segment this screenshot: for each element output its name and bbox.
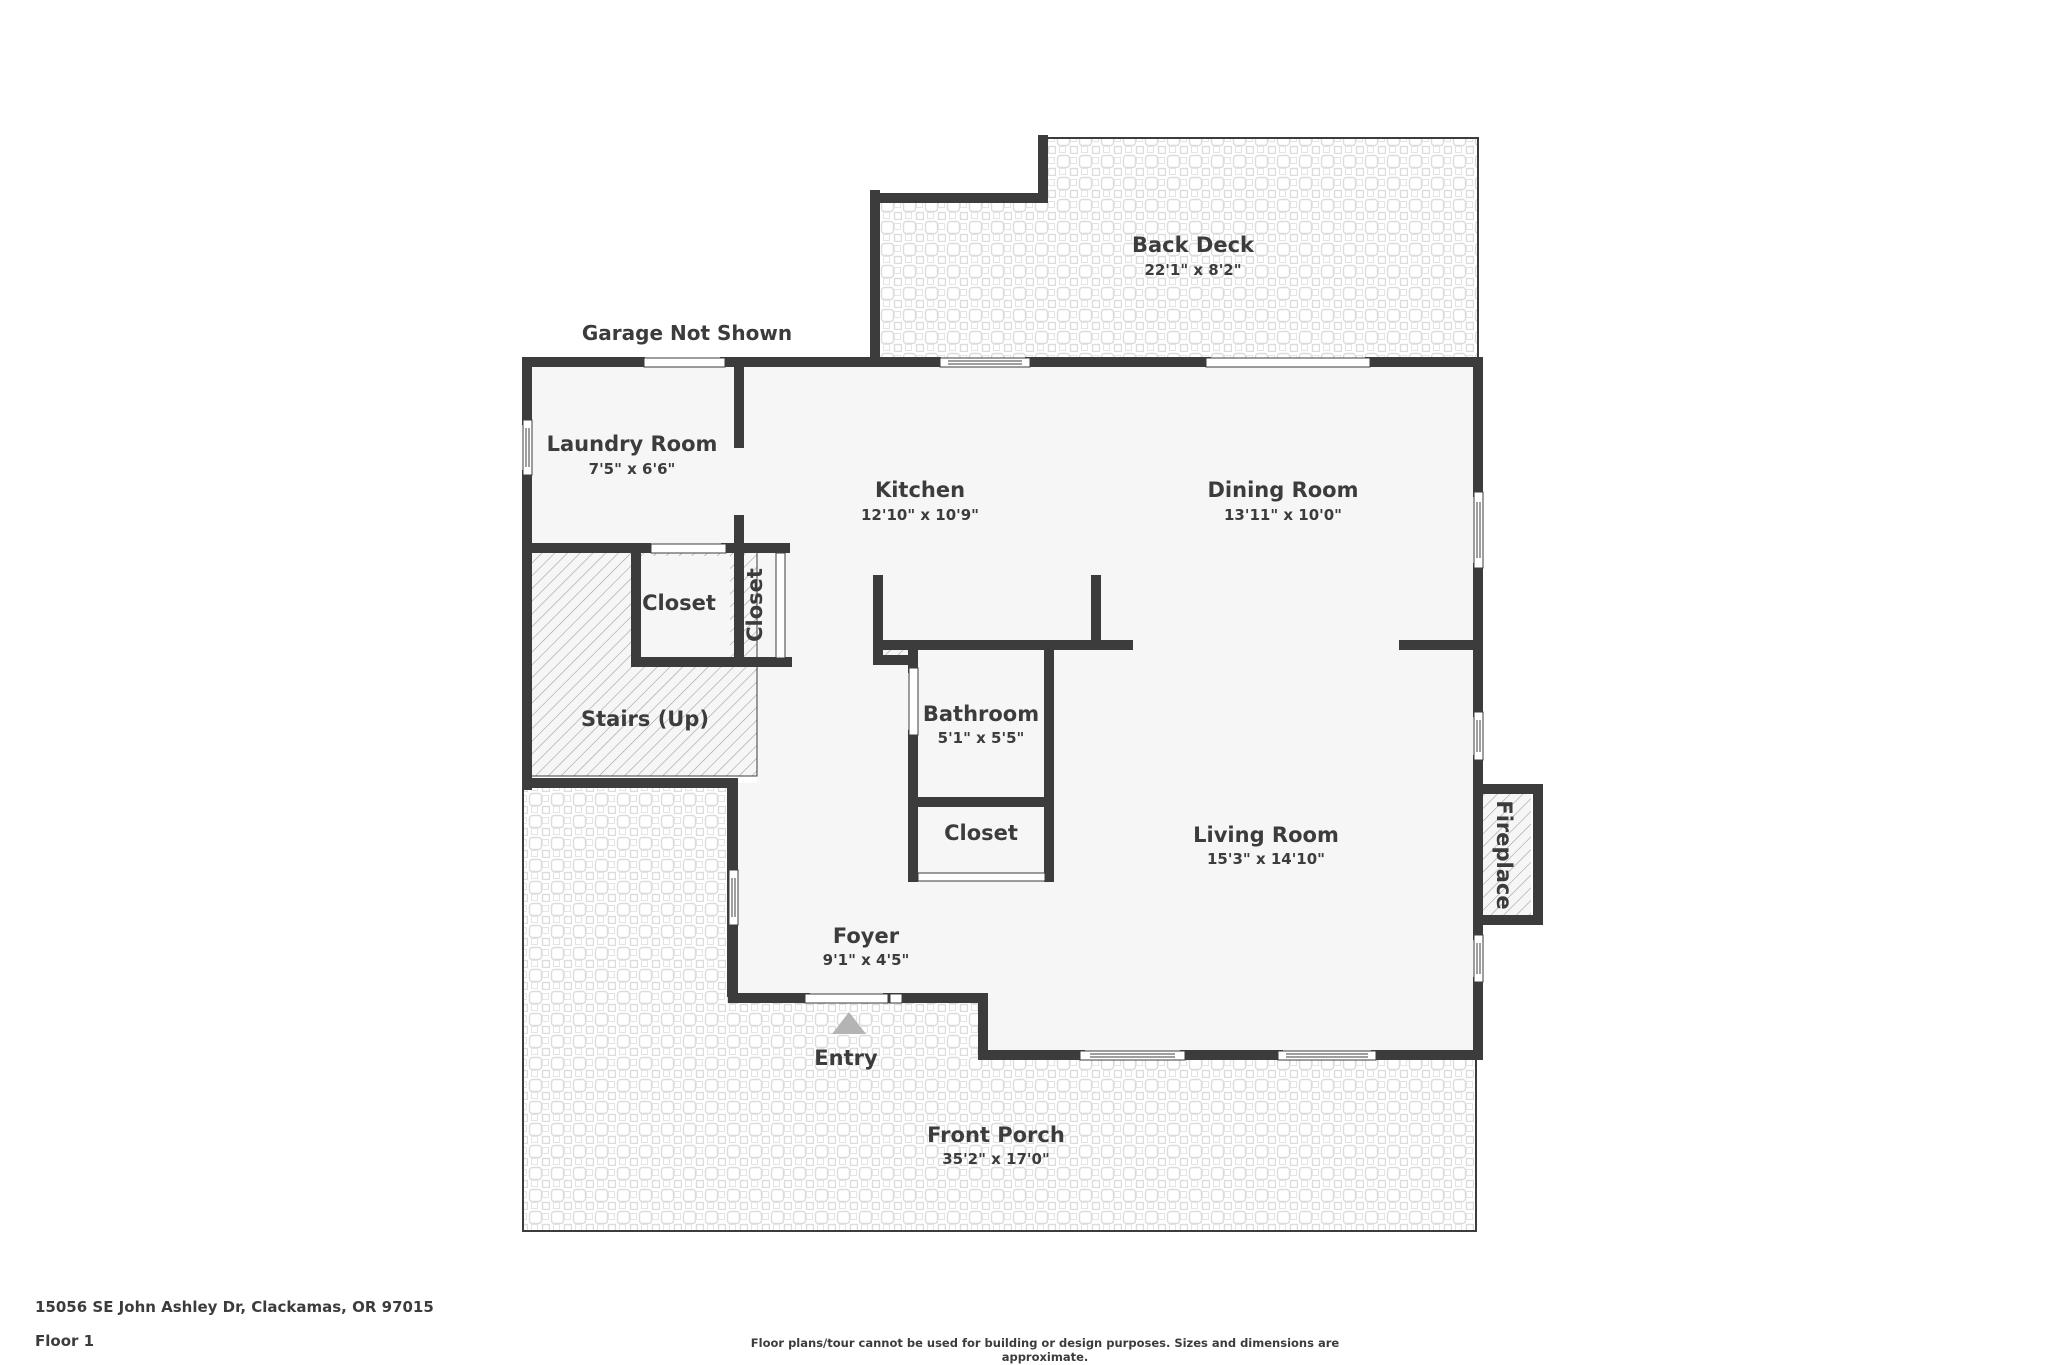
room-dims-dining: 13'11" x 10'0" <box>1224 506 1342 524</box>
room-dims-back-deck: 22'1" x 8'2" <box>1144 261 1241 279</box>
room-name-bathroom: Bathroom <box>923 702 1039 726</box>
door-opening <box>917 872 1046 882</box>
door-opening <box>643 357 726 368</box>
room-name-closet-a: Closet <box>642 591 716 615</box>
openings <box>522 357 1484 1061</box>
closet-a-floor <box>636 556 730 660</box>
room-name-closet-c: Closet <box>944 821 1018 845</box>
garage-note: Garage Not Shown <box>582 321 792 345</box>
room-dims-laundry: 7'5" x 6'6" <box>589 460 676 478</box>
room-name-dining: Dining Room <box>1208 478 1359 502</box>
door-opening <box>775 552 786 659</box>
door-opening <box>908 667 919 736</box>
door-opening <box>650 543 727 554</box>
property-address: 15056 SE John Ashley Dr, Clackamas, OR 9… <box>35 1298 434 1316</box>
window <box>522 419 533 476</box>
window <box>1473 491 1484 569</box>
room-dims-foyer: 9'1" x 4'5" <box>823 951 910 969</box>
entry-label: Entry <box>814 1046 878 1070</box>
floor-label: Floor 1 <box>35 1332 95 1350</box>
window <box>1079 1050 1186 1061</box>
room-name-stairs: Stairs (Up) <box>581 707 709 731</box>
room-dims-living: 15'3" x 14'10" <box>1207 850 1325 868</box>
disclaimer: Floor plans/tour cannot be used for buil… <box>750 1336 1340 1364</box>
fireplace <box>1474 784 1543 925</box>
room-name-laundry: Laundry Room <box>547 432 718 456</box>
entry-door-opening <box>804 993 889 1004</box>
room-dims-front-porch: 35'2" x 17'0" <box>942 1150 1050 1168</box>
entry-arrow-icon <box>832 1012 866 1034</box>
door-opening <box>1205 357 1371 368</box>
room-dims-kitchen: 12'10" x 10'9" <box>861 506 979 524</box>
room-name-back-deck: Back Deck <box>1132 233 1255 257</box>
window <box>1473 934 1484 983</box>
window <box>1473 711 1484 761</box>
window <box>889 993 903 1004</box>
walls <box>522 135 1483 1060</box>
room-name-living: Living Room <box>1193 823 1339 847</box>
window <box>728 869 739 926</box>
room-name-kitchen: Kitchen <box>875 478 965 502</box>
room-dims-bathroom: 5'1" x 5'5" <box>938 729 1025 747</box>
interior-floor <box>527 366 1474 1051</box>
room-name-front-porch: Front Porch <box>927 1123 1065 1147</box>
room-name-foyer: Foyer <box>833 924 900 948</box>
room-name-closet-b: Closet <box>743 568 767 642</box>
room-name-fireplace: Fireplace <box>1492 800 1516 909</box>
window <box>939 357 1031 368</box>
window <box>1277 1050 1377 1061</box>
